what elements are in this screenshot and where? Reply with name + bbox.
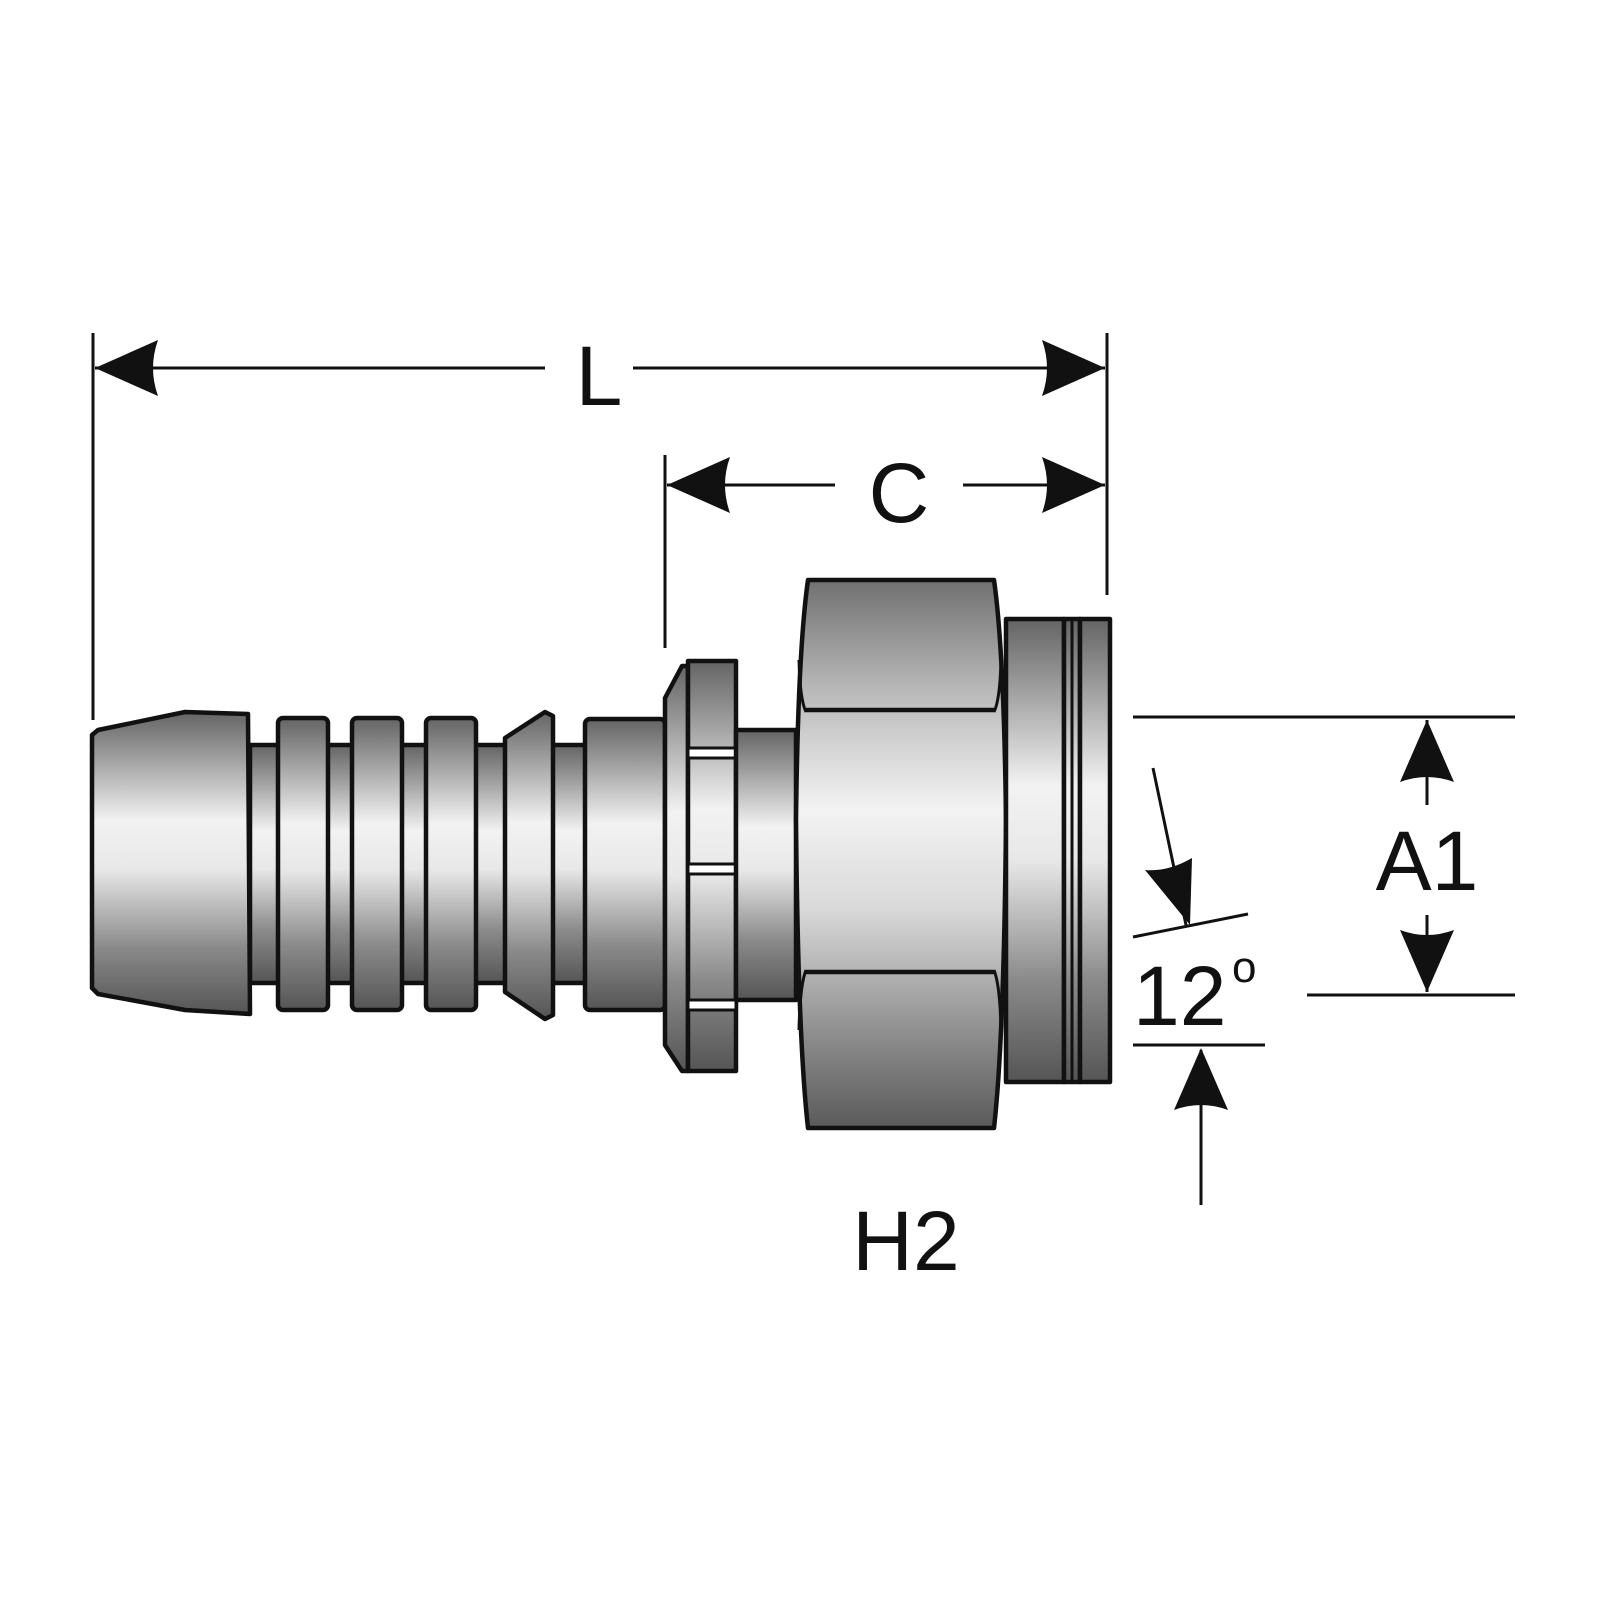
hex-nut xyxy=(793,577,1009,1131)
barb-ring-1 xyxy=(275,715,331,1013)
angle-callout: 12 o xyxy=(1132,767,1265,1205)
barb-ring-2 xyxy=(349,715,405,1013)
a1-label: A1 xyxy=(1376,814,1479,908)
angle-reference-line xyxy=(1132,912,1249,939)
hex-outline xyxy=(793,577,1009,1131)
l-arrow-left xyxy=(95,340,158,396)
stem-collar xyxy=(582,716,668,1013)
dimension-l: L xyxy=(91,329,1109,720)
ferrule-groove-2 xyxy=(686,862,738,876)
hex-lower-edge xyxy=(797,969,808,1031)
h2-label: H2 xyxy=(852,1194,959,1288)
seat-lip xyxy=(1077,616,1113,1085)
hose-stem xyxy=(89,709,671,1022)
l-arrow-right xyxy=(1042,340,1105,396)
ferrule-chamfer xyxy=(662,663,691,1074)
a1-arrow-top xyxy=(1400,720,1454,782)
hex-upper-edge xyxy=(797,659,808,713)
thread-body xyxy=(1003,616,1067,1085)
l-label: L xyxy=(576,329,623,423)
dimension-c: C xyxy=(663,446,1105,648)
c-arrow-right xyxy=(1042,457,1105,513)
barb-cone xyxy=(502,709,556,1022)
ferrule-groove-3 xyxy=(686,998,738,1012)
dimension-a1: A1 xyxy=(1133,715,1515,997)
thread-end xyxy=(1003,616,1113,1085)
c-label: C xyxy=(869,446,930,540)
a1-arrow-bottom xyxy=(1400,930,1454,992)
ferrule-groove-1 xyxy=(686,746,738,760)
nut-neck xyxy=(733,727,799,1003)
degree-symbol: o xyxy=(1232,943,1256,992)
angle-value: 12 xyxy=(1133,949,1226,1043)
angle-arrow-bottom xyxy=(1174,1048,1228,1110)
barb-ring-3 xyxy=(423,715,479,1013)
hex-lower-edge-right xyxy=(992,969,1003,1031)
angle-arrow xyxy=(1145,858,1192,925)
stem-nose xyxy=(89,709,253,1017)
c-arrow-left xyxy=(667,457,730,513)
hex-upper-edge-right xyxy=(992,659,1003,713)
ferrule-ring xyxy=(662,658,739,1074)
